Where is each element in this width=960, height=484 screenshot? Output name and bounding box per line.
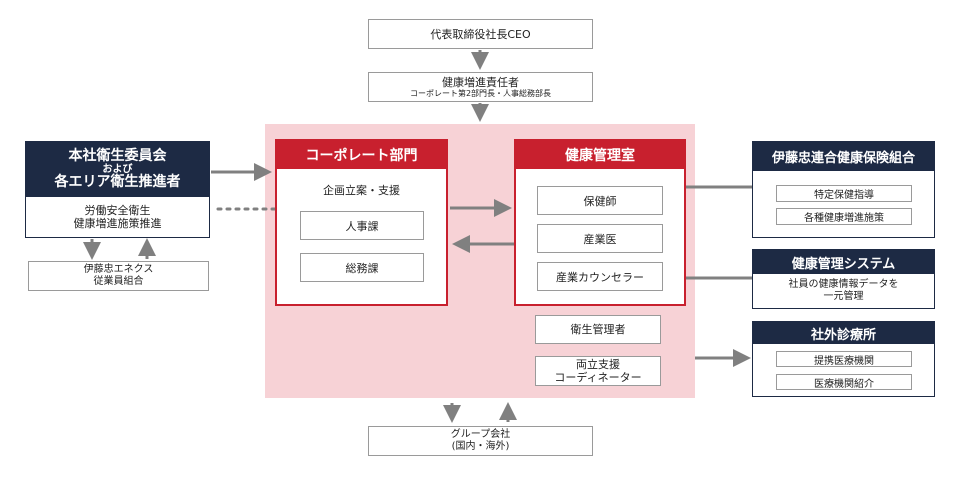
committee-body-line2: 健康増進施策推進	[73, 217, 162, 230]
union-line2: 従業員組合	[93, 276, 144, 287]
insurance-panel: 伊藤忠連合健康保険組合 特定保健指導 各種健康増進施策	[752, 141, 935, 238]
health-officer-title: 健康増進責任者	[442, 75, 519, 89]
committee-title-line3: 各エリア衛生推進者	[54, 174, 181, 190]
group-line2: (国内・海外)	[451, 441, 510, 452]
system-body-line1: 社員の健康情報データを	[788, 279, 899, 290]
corporate-header: コーポレート部門	[277, 141, 446, 169]
committee-body: 労働安全衛生 健康増進施策推進	[26, 197, 209, 237]
system-header: 健康管理システム	[753, 250, 934, 274]
system-body: 社員の健康情報データを 一元管理	[753, 274, 934, 308]
health-office-header: 健康管理室	[516, 141, 684, 169]
clinic-item-partner: 提携医療機関	[776, 351, 912, 367]
health-office-item-doctor: 産業医	[537, 224, 663, 253]
insurance-item-guidance: 特定保健指導	[776, 185, 912, 202]
health-officer-box: 健康増進責任者 コーポレート第2部門長・人事総務部長	[368, 72, 593, 102]
group-companies-box: グループ会社 (国内・海外)	[368, 426, 593, 456]
system-panel: 健康管理システム 社員の健康情報データを 一元管理	[752, 249, 935, 309]
health-officer-subtitle: コーポレート第2部門長・人事総務部長	[409, 88, 552, 98]
corporate-item-general-affairs: 総務課	[300, 253, 424, 282]
corporate-subtitle: 企画立案・支援	[323, 184, 400, 197]
system-body-line2: 一元管理	[823, 291, 864, 302]
health-office-item-nurse: 保健師	[537, 186, 663, 215]
health-office-panel: 健康管理室 保健師 産業医 産業カウンセラー	[514, 139, 686, 306]
committee-title-line2: および	[102, 164, 133, 175]
ceo-box: 代表取締役社長CEO	[368, 19, 593, 49]
committee-body-line1: 労働安全衛生	[84, 204, 151, 217]
corporate-panel: コーポレート部門 企画立案・支援 人事課 総務課	[275, 139, 448, 306]
union-line1: 伊藤忠エネクス	[83, 264, 154, 275]
committee-panel: 本社衛生委員会 および 各エリア衛生推進者 労働安全衛生 健康増進施策推進	[25, 141, 210, 238]
union-box: 伊藤忠エネクス 従業員組合	[28, 261, 209, 291]
insurance-header: 伊藤忠連合健康保険組合	[753, 142, 934, 171]
corporate-item-hr: 人事課	[300, 211, 424, 240]
coordinator-box: 両立支援 コーディネーター	[535, 356, 661, 386]
group-line1: グループ会社	[450, 429, 511, 440]
hygiene-manager-box: 衛生管理者	[535, 315, 661, 344]
clinic-item-referral: 医療機関紹介	[776, 374, 912, 390]
coordinator-line2: コーディネーター	[554, 371, 642, 384]
clinic-panel: 社外診療所 提携医療機関 医療機関紹介	[752, 321, 935, 397]
insurance-item-measures: 各種健康増進施策	[776, 208, 912, 225]
committee-title-line1: 本社衛生委員会	[68, 148, 167, 164]
committee-header: 本社衛生委員会 および 各エリア衛生推進者	[26, 142, 209, 197]
health-office-item-counselor: 産業カウンセラー	[537, 262, 663, 291]
clinic-header: 社外診療所	[753, 322, 934, 344]
coordinator-line1: 両立支援	[576, 358, 620, 371]
ceo-label: 代表取締役社長CEO	[430, 27, 531, 41]
hygiene-manager-label: 衛生管理者	[570, 323, 626, 336]
